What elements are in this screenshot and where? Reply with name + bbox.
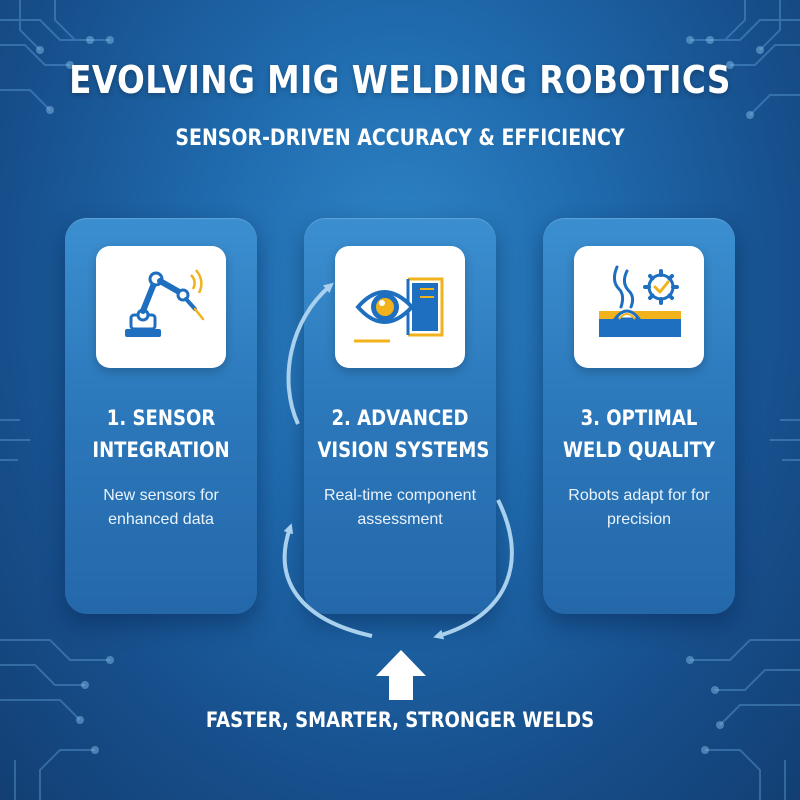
step-title: 1. SENSOR INTEGRATION bbox=[78, 402, 243, 466]
step-title: 2. ADVANCED VISION SYSTEMS bbox=[317, 402, 490, 466]
weld-bead-gear-icon bbox=[599, 265, 681, 337]
footer-tagline: FASTER, SMARTER, STRONGER WELDS bbox=[205, 708, 595, 732]
step-description: Robots adapt for for precision bbox=[568, 487, 710, 528]
page-subtitle: SENSOR-DRIVEN ACCURACY & EFFICIENCY bbox=[175, 126, 625, 151]
step-title-line: WELD QUALITY bbox=[562, 438, 716, 462]
up-arrow-icon bbox=[376, 650, 426, 700]
robotic-arm-icon bbox=[125, 269, 205, 337]
step-title-line: 3. OPTIMAL bbox=[580, 406, 698, 430]
step-title: 3. OPTIMAL WELD QUALITY bbox=[556, 402, 721, 466]
step-title-line: VISION SYSTEMS bbox=[317, 438, 490, 462]
icon-tile bbox=[574, 246, 704, 368]
step-card-optimal-weld-quality: 3. OPTIMAL WELD QUALITY Robots adapt for… bbox=[543, 218, 735, 614]
step-card-advanced-vision: 2. ADVANCED VISION SYSTEMS Real-time com… bbox=[304, 218, 496, 614]
step-title-line: 2. ADVANCED bbox=[331, 406, 469, 430]
step-description: Real-time component assessment bbox=[323, 487, 477, 528]
step-description: New sensors for enhanced data bbox=[103, 487, 219, 528]
eye-scanner-icon bbox=[354, 277, 444, 343]
page-title: EVOLVING MIG WELDING ROBOTICS bbox=[69, 58, 731, 102]
icon-tile bbox=[96, 246, 226, 368]
step-title-line: INTEGRATION bbox=[92, 438, 230, 462]
step-title-line: 1. SENSOR bbox=[106, 406, 216, 430]
icon-tile bbox=[335, 246, 465, 368]
step-card-sensor-integration: 1. SENSOR INTEGRATION New sensors for en… bbox=[65, 218, 257, 614]
